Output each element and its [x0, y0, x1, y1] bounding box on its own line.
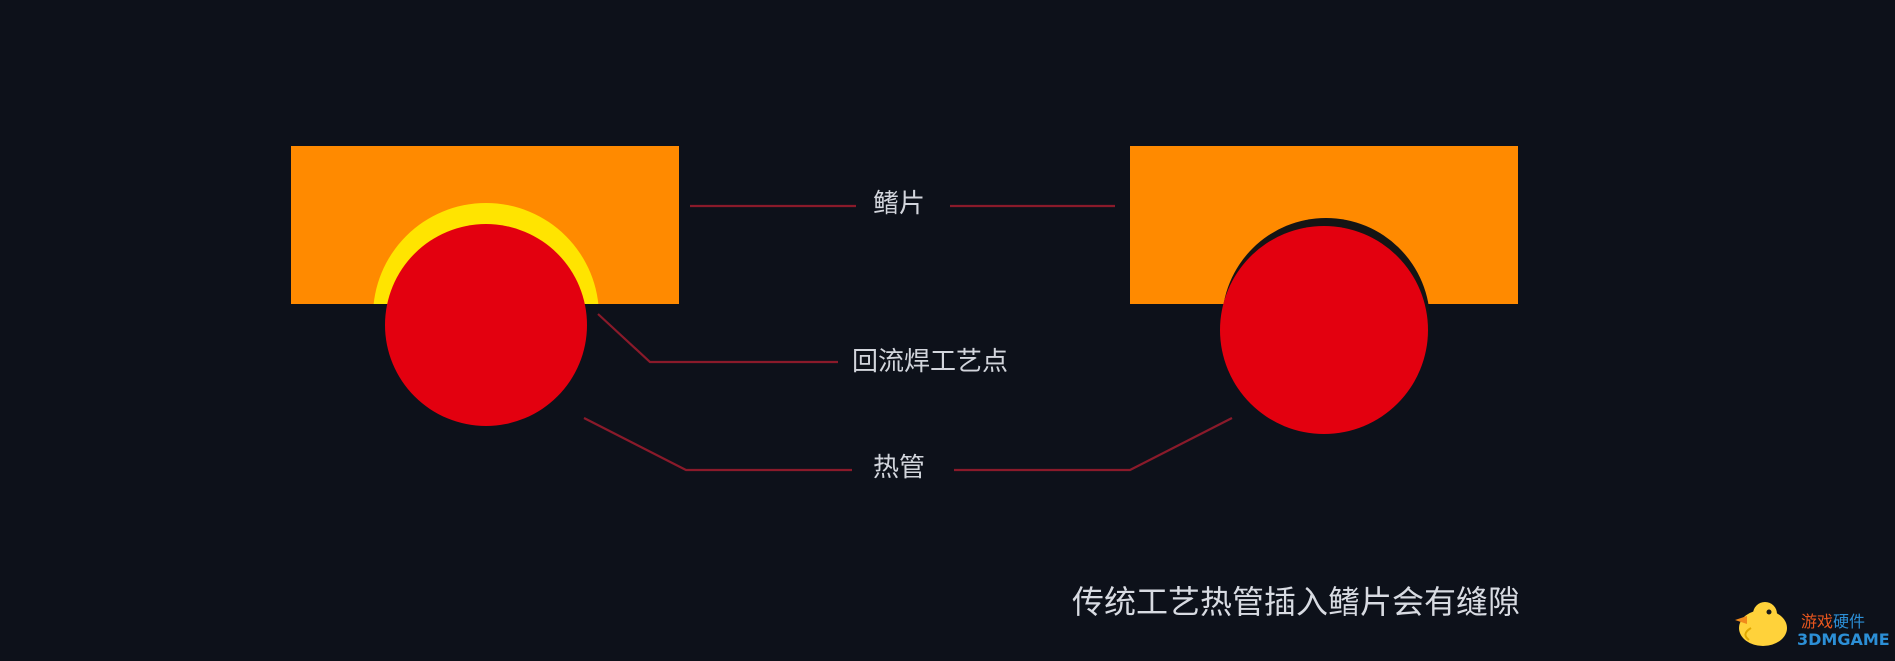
label-reflow-point: 回流焊工艺点 [852, 347, 1009, 377]
duck-mascot-icon [1735, 602, 1787, 646]
watermark-text-top: 游戏硬件 [1801, 614, 1865, 630]
heat-pipe-leader-left [583, 417, 852, 472]
reflow-leader [597, 313, 838, 364]
left-assembly [291, 146, 679, 444]
watermark-logo: 游戏硬件 3DMGAME [1727, 598, 1890, 650]
watermark-text-b: 硬件 [1833, 612, 1866, 631]
watermark-text-a: 游戏 [1801, 612, 1834, 631]
diagram-caption: 传统工艺热管插入鳍片会有缝隙 [1072, 583, 1521, 621]
right-assembly [1130, 146, 1518, 434]
watermark-text-bottom: 3DMGAME [1797, 630, 1890, 649]
label-heat-pipe: 热管 [873, 453, 926, 483]
left-heat-pipe [385, 224, 587, 426]
leader-lines [583, 204, 1233, 472]
right-heat-pipe [1220, 226, 1428, 434]
label-fin: 鳍片 [873, 189, 926, 219]
heat-pipe-leader-right [954, 417, 1233, 472]
